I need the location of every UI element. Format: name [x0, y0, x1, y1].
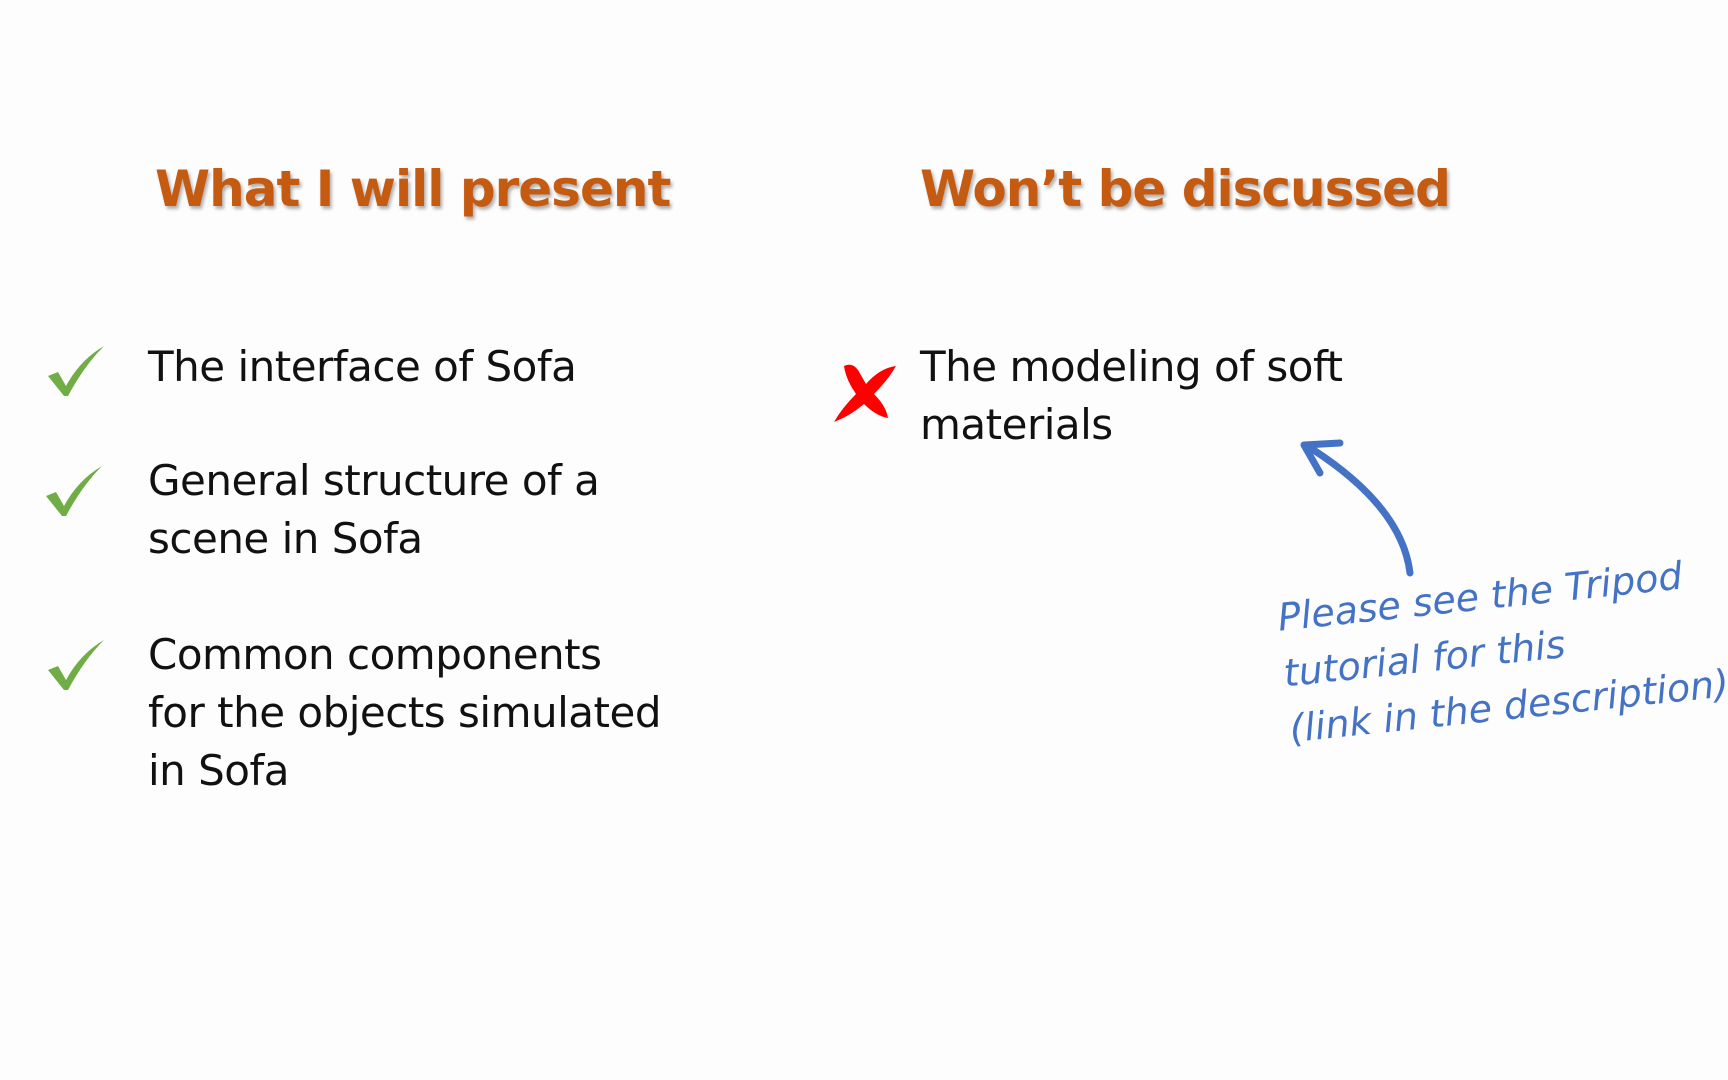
- check-icon: [48, 346, 104, 396]
- present-item-2: General structure of a scene in Sofa: [148, 456, 600, 563]
- check-icon: [46, 466, 102, 516]
- cross-icon: [834, 364, 896, 422]
- present-item-1: The interface of Sofa: [148, 342, 577, 391]
- present-item-3: Common components for the objects simula…: [148, 630, 662, 795]
- not-discussed-heading: Won’t be discussed: [920, 160, 1451, 218]
- curved-arrow-icon: [1300, 439, 1414, 577]
- check-icon: [48, 640, 104, 690]
- present-heading: What I will present: [155, 160, 671, 218]
- not-discussed-item-1: The modeling of soft materials: [920, 342, 1343, 449]
